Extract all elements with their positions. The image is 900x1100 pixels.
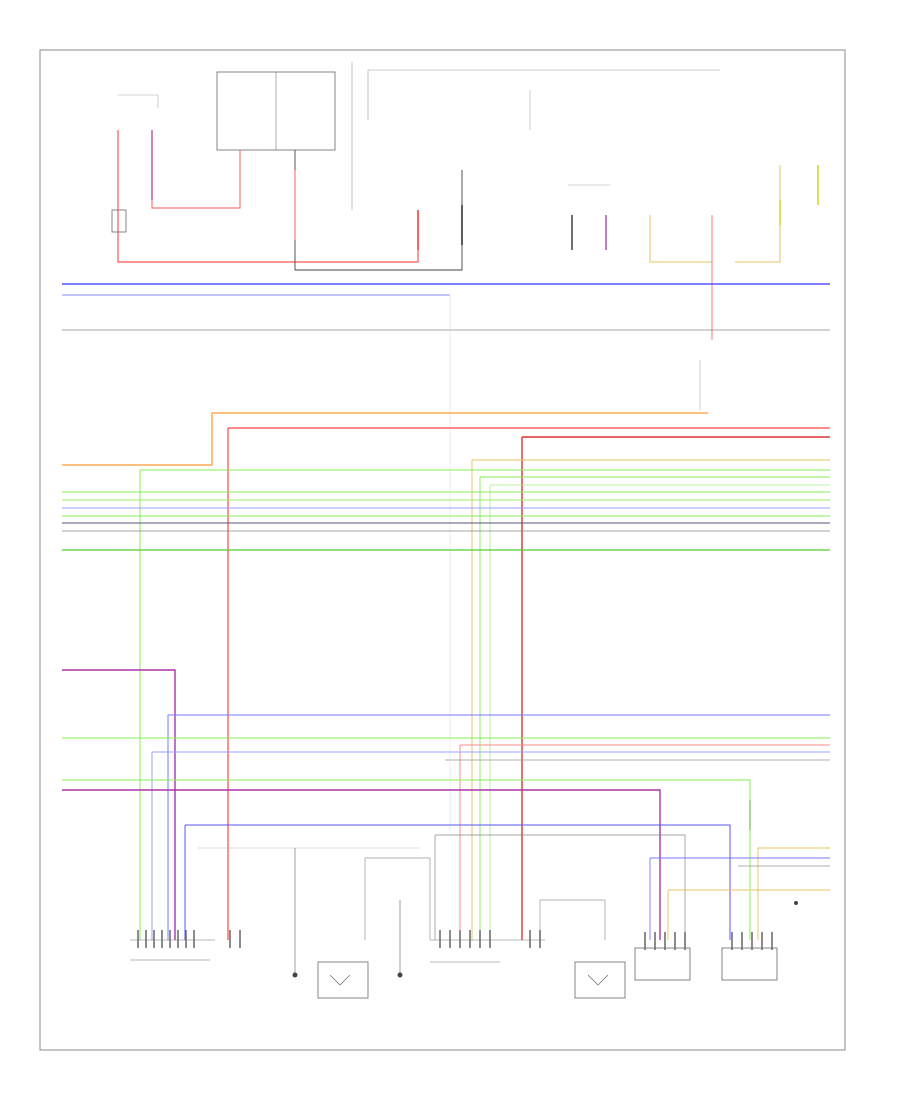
component-small-box-1: [292, 961, 403, 999]
diagram-frame: [39, 49, 846, 1051]
wire-tan-3: [667, 889, 830, 940]
component-small-box-2: [574, 961, 626, 999]
connector-right-module-1: [634, 932, 691, 981]
wire-red-main-2: [521, 436, 830, 940]
wire-blue-3: [184, 824, 731, 940]
wire-purple-2: [62, 789, 661, 940]
wire-purple-1: [62, 669, 176, 940]
wire-gray-6: [364, 857, 431, 940]
wire-orange-main: [62, 412, 708, 466]
wire-lightblue-3: [151, 751, 830, 940]
bus-lines-middle: [62, 412, 830, 940]
wire-pink-2: [459, 744, 830, 940]
wire-dark-top: [294, 150, 463, 271]
top-left-fuse-area: [111, 62, 463, 271]
wire-blue-2: [167, 714, 830, 940]
wire-gray-4: [434, 834, 686, 940]
wire-green-2: [479, 476, 830, 940]
wire-pink-top: [151, 130, 241, 209]
wire-green-9: [62, 779, 751, 940]
wire-blue-4: [649, 857, 830, 940]
wire-red-main-1: [227, 427, 830, 940]
wire-tan-1: [471, 459, 830, 940]
wire-green-1: [139, 469, 830, 940]
top-right-relay-area: [367, 69, 819, 410]
bus-lines-lower: [62, 669, 830, 975]
connector-left-module: [130, 930, 241, 961]
wire-tan-2: [757, 847, 830, 940]
bus-lines-upper: [62, 283, 830, 830]
wire-green-4: [489, 484, 830, 940]
connector-right-module-2: [721, 901, 798, 981]
connector-center-module: [430, 930, 545, 963]
